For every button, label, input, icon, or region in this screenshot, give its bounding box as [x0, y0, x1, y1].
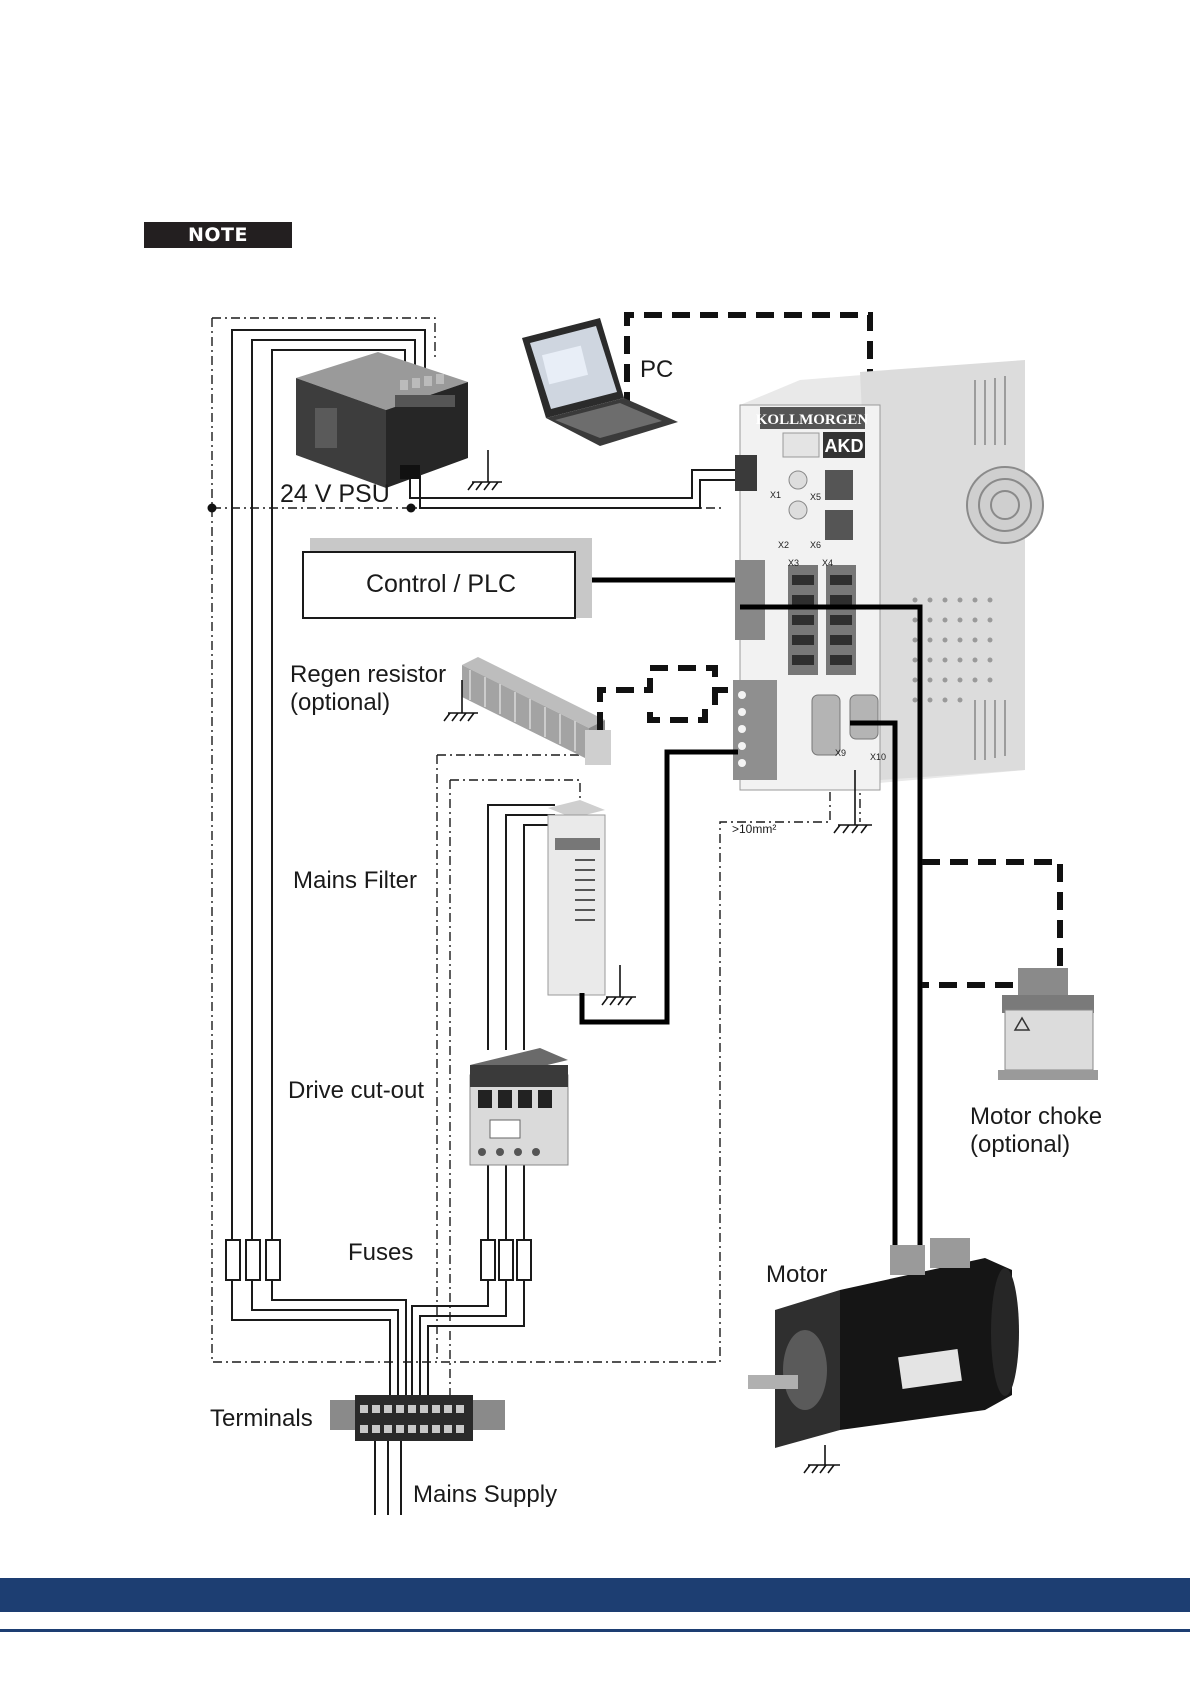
regen-label-line2: (optional) — [290, 689, 390, 716]
mains-filter-label: Mains Filter — [293, 867, 417, 894]
drive-brand: KOLLMORGEN — [756, 412, 869, 428]
ground-spec-label: >10mm² — [732, 822, 776, 836]
psu-label: 24 V PSU — [280, 480, 390, 508]
ground-symbol — [468, 450, 502, 490]
psu-image — [296, 352, 468, 488]
svg-text:X4: X4 — [822, 558, 833, 568]
svg-text:X5: X5 — [810, 492, 821, 502]
regen-resistor-image — [462, 657, 611, 765]
svg-text:X1: X1 — [770, 490, 781, 500]
motor-choke-label-line2: (optional) — [970, 1131, 1070, 1158]
contactor-image — [470, 1048, 568, 1165]
mains-filter-image — [548, 800, 605, 995]
fuses-label: Fuses — [348, 1239, 413, 1266]
motor-choke-link — [922, 862, 1060, 985]
fuses-right — [481, 1240, 531, 1280]
motor-label: Motor — [766, 1261, 827, 1288]
svg-text:X10: X10 — [870, 752, 886, 762]
ground-symbol — [804, 1445, 840, 1473]
terminals-label: Terminals — [210, 1405, 313, 1432]
control-plc-label: Control / PLC — [366, 570, 516, 598]
pc-label: PC — [640, 356, 673, 383]
footer-bar — [0, 1578, 1190, 1612]
drive-cutout-label: Drive cut-out — [288, 1077, 424, 1104]
ground-symbol — [602, 965, 636, 1005]
regen-link — [600, 668, 728, 730]
terminals-image — [330, 1395, 505, 1441]
svg-text:X6: X6 — [810, 540, 821, 550]
mains-supply-label: Mains Supply — [413, 1481, 557, 1508]
svg-text:X3: X3 — [788, 558, 799, 568]
regen-label-line1: Regen resistor — [290, 661, 446, 688]
fuses-left — [226, 1240, 280, 1280]
drive-model: AKD — [825, 436, 864, 456]
svg-text:X2: X2 — [778, 540, 789, 550]
svg-text:X9: X9 — [835, 748, 846, 758]
footer-rule — [0, 1629, 1190, 1632]
motor-choke-label-line1: Motor choke — [970, 1103, 1102, 1130]
